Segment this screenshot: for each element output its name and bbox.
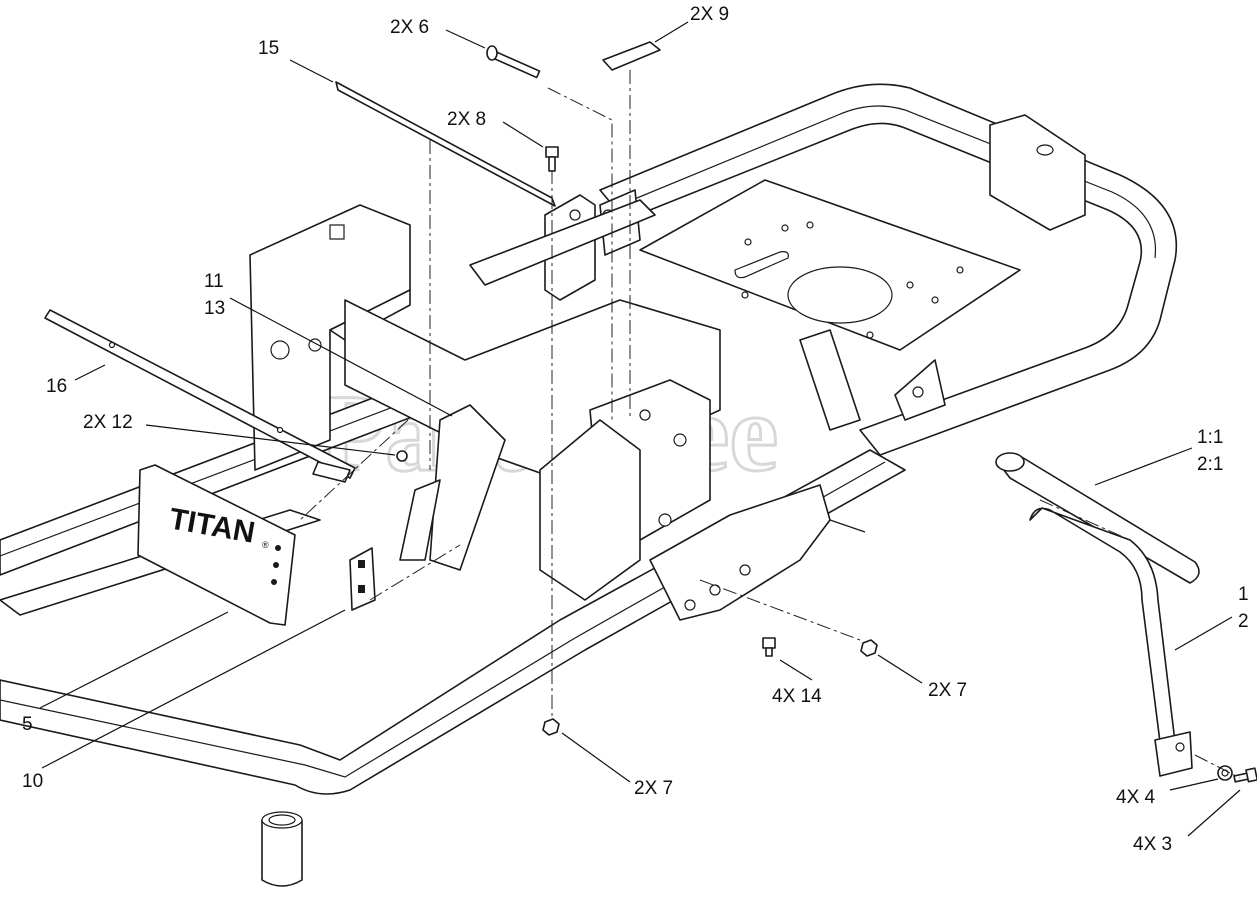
callout-c13: 13	[204, 298, 225, 319]
part-1-2-handle	[995, 452, 1200, 777]
assembly-lines	[299, 70, 1241, 779]
callout-c5: 5	[22, 714, 33, 735]
callout-c8: 2X 8	[447, 109, 486, 130]
leader-lines	[39, 21, 1241, 837]
part-16-strip	[44, 309, 356, 479]
callout-c2x: 2:1	[1197, 454, 1223, 475]
callout-c9: 2X 9	[690, 4, 729, 25]
plate-center-opening	[787, 266, 893, 324]
callout-c4: 4X 4	[1116, 787, 1156, 808]
part-5-decal-plate: TITAN ®	[137, 464, 296, 626]
part-7-nut-right	[860, 639, 878, 657]
callout-labels: 15 2X 6 2X 9 2X 8 11 13 16 2X 12 1:1 2:1 1 2 4X 14 2X…	[22, 4, 1249, 855]
control-tower	[539, 379, 866, 621]
part-3-bolt	[1233, 767, 1257, 783]
front-side-rail	[0, 449, 906, 795]
part-9-pad	[602, 41, 661, 71]
callout-c6: 2X 6	[390, 17, 429, 38]
callout-c11: 11	[204, 271, 224, 292]
seat-mount-brackets	[469, 189, 656, 301]
part-10-small-decal	[349, 547, 376, 611]
callout-c10: 10	[22, 771, 43, 792]
rear-hitch-brackets	[799, 114, 1086, 431]
callout-c2: 2	[1238, 611, 1249, 632]
callout-c15: 15	[258, 38, 279, 59]
callout-c16: 16	[46, 376, 67, 397]
callout-c7b: 2X 7	[634, 778, 673, 799]
callout-c12: 2X 12	[83, 412, 133, 433]
part-12-fastener	[396, 450, 408, 462]
caster-pivot-tube	[261, 819, 303, 887]
part-14-bolt	[762, 637, 776, 657]
part-8-bolt	[545, 146, 559, 172]
engine-mount-plate	[639, 179, 1021, 351]
callout-c7a: 2X 7	[928, 680, 967, 701]
caster-pivot-opening	[261, 811, 303, 829]
callout-c3: 4X 3	[1133, 834, 1172, 855]
callout-c14: 4X 14	[772, 686, 822, 707]
part-6-pin	[486, 45, 541, 79]
part-15-rod	[335, 81, 556, 207]
part-7-nut-bottom	[542, 718, 560, 736]
callout-c1: 1	[1238, 584, 1249, 605]
titan-logo-mark: ®	[262, 540, 269, 550]
side-panel-11-13	[399, 404, 506, 571]
callout-c1x: 1:1	[1197, 427, 1223, 448]
